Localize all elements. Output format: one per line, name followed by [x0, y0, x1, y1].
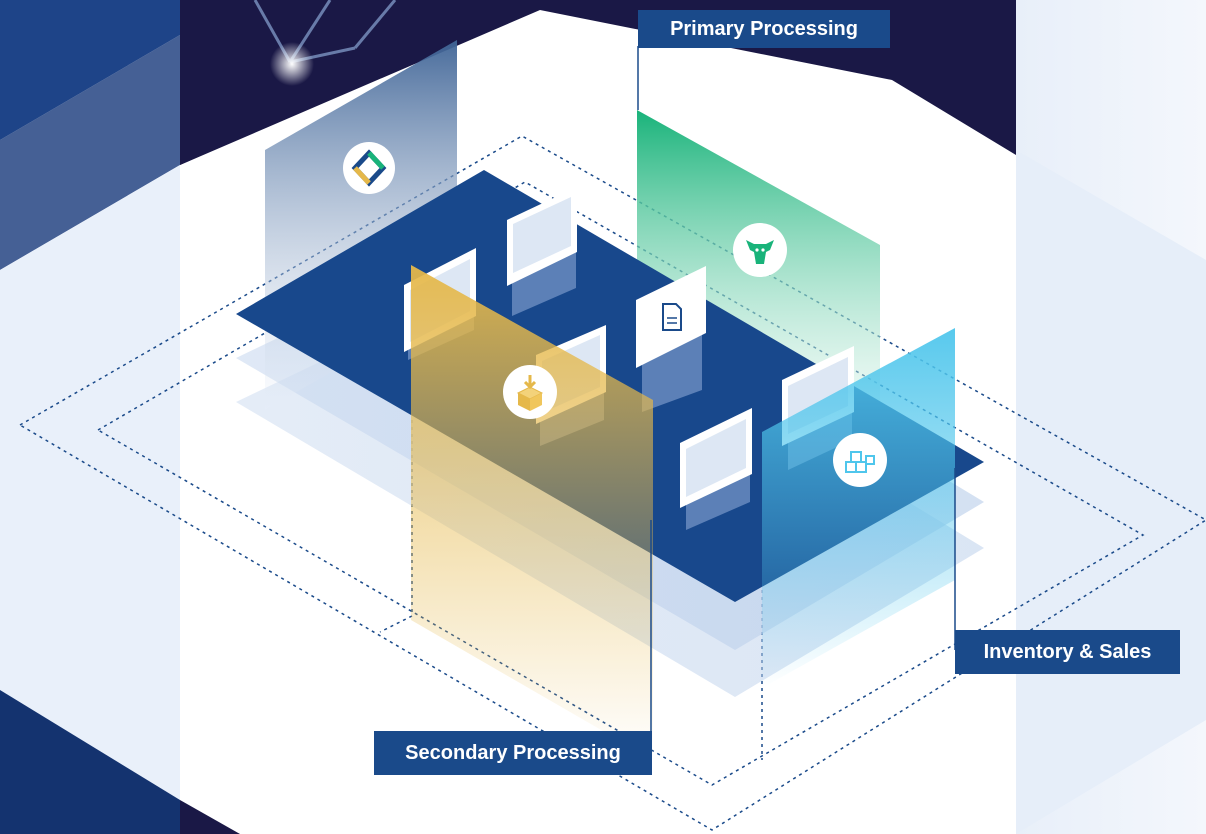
monitor-document: [636, 266, 706, 412]
stacked-cubes-icon: [845, 451, 875, 473]
secondary-processing-label: Secondary Processing: [374, 731, 652, 775]
monitor-top-center: [507, 187, 577, 316]
leader-lines: [637, 46, 956, 733]
primary-processing-label: Primary Processing: [638, 10, 890, 48]
monitor-right-bottom: [680, 408, 752, 530]
cattle-head-icon: [746, 240, 774, 264]
inventory-sales-panel: [762, 328, 955, 688]
document-icon: [662, 303, 682, 331]
secondary-processing-panel: [411, 265, 653, 760]
box-with-down-arrow-icon: [516, 375, 544, 411]
inventory-sales-label: Inventory & Sales: [955, 630, 1180, 674]
brand-logo-icon: [351, 149, 387, 187]
